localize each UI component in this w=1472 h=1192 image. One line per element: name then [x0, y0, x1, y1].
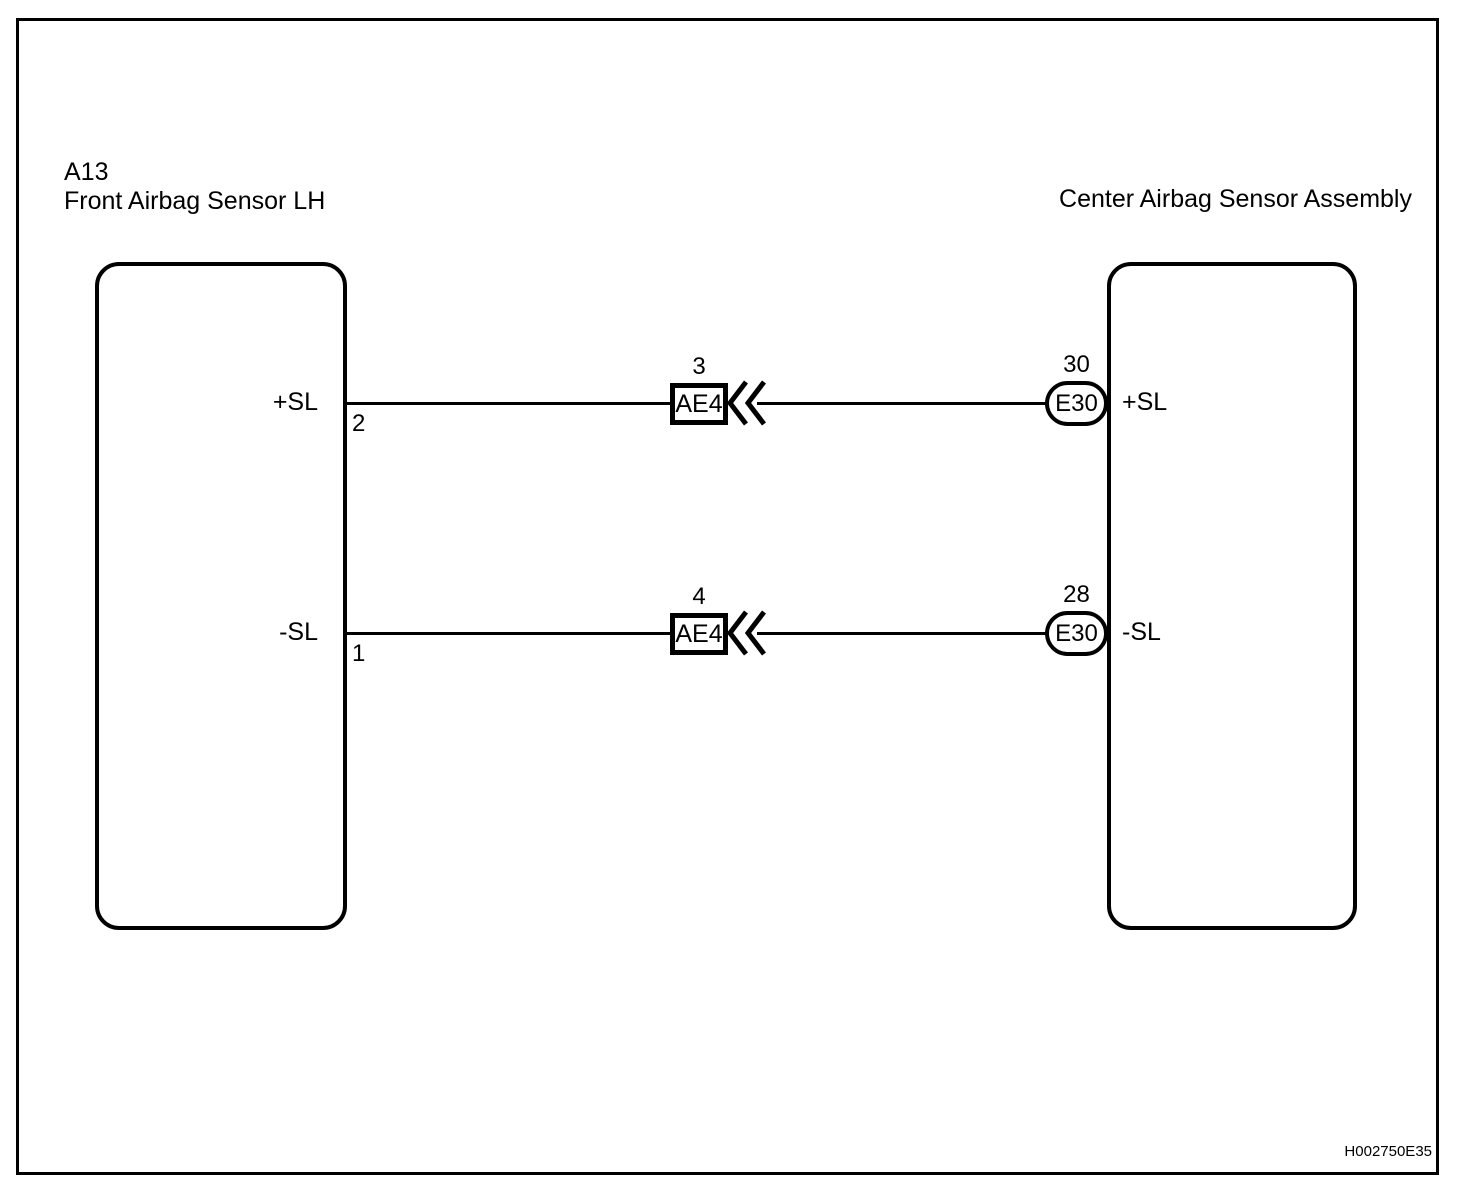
left-pin-number: 1 [352, 640, 366, 667]
left-component-code: A13 [64, 158, 109, 186]
inline-connector-box: AE4 [670, 383, 728, 425]
right-component-title: Center Airbag Sensor Assembly [1059, 185, 1412, 214]
right-pin-label: +SL [1122, 388, 1168, 416]
page-border-frame [16, 18, 1439, 1175]
right-connector-pin-number: 28 [1063, 581, 1090, 608]
wire-arrow-icon [726, 610, 766, 656]
figure-code: H002750E35 [1344, 1143, 1432, 1160]
left-component-block [95, 262, 347, 930]
left-pin-number: 2 [352, 410, 366, 437]
inline-connector-pin-number: 3 [692, 353, 706, 380]
right-component-name: Center Airbag Sensor Assembly [1059, 185, 1412, 213]
right-pin-label: -SL [1122, 618, 1161, 646]
inline-connector-box: AE4 [670, 613, 728, 655]
wire-segment [347, 632, 670, 635]
inline-connector-pin-number: 4 [692, 583, 706, 610]
wire-segment [757, 632, 1047, 635]
right-connector-oval: E30 [1045, 381, 1108, 426]
left-component-name: Front Airbag Sensor LH [64, 187, 326, 215]
left-component-title: A13 Front Airbag Sensor LH [64, 158, 325, 216]
right-connector-pin-number: 30 [1063, 351, 1090, 378]
wire-arrow-icon [726, 380, 766, 426]
right-component-block [1107, 262, 1357, 930]
left-pin-label: +SL [272, 388, 318, 416]
wire-segment [757, 402, 1047, 405]
right-connector-oval: E30 [1045, 611, 1108, 656]
left-pin-label: -SL [279, 618, 318, 646]
wire-segment [347, 402, 670, 405]
